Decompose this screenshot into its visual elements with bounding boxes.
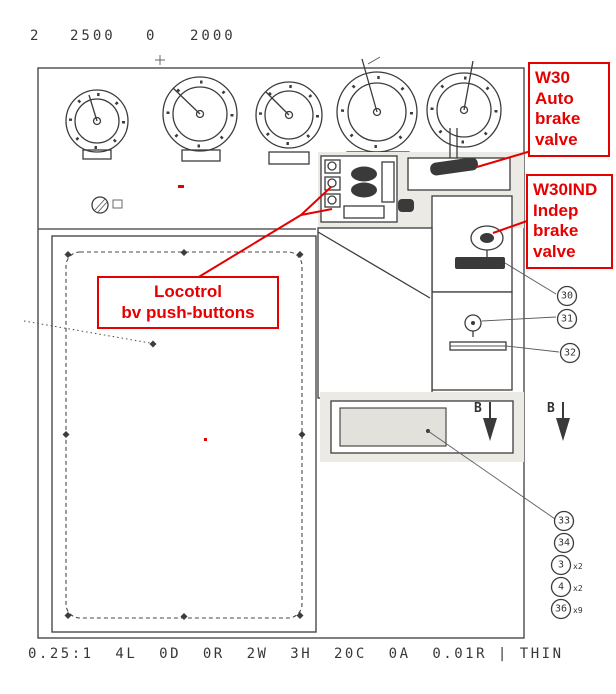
section-arrow <box>556 418 570 441</box>
gauge-5 <box>426 60 502 148</box>
gauge-2-needle <box>172 87 201 115</box>
locotrol-leader <box>196 214 302 279</box>
auto-brake-leader <box>476 148 539 168</box>
callout-leaders <box>426 262 560 520</box>
svg-text:36: 36 <box>555 604 567 615</box>
dotted-leader <box>23 320 151 344</box>
indep-brake-valve <box>431 195 513 293</box>
lower-right-console <box>431 291 513 391</box>
svg-text:4: 4 <box>558 582 564 593</box>
scan-artifact-mark <box>204 438 207 441</box>
auto-brake-annotation: W30 Auto brake valve <box>528 62 610 157</box>
scale-tick-2: 2500 <box>70 28 116 44</box>
desk-alignment-diamonds <box>62 249 306 620</box>
indep-brake-leader <box>492 220 528 234</box>
gauge-2 <box>162 76 238 162</box>
svg-text:33: 33 <box>558 516 570 527</box>
locotrol-annotation: Locotrol bv push-buttons <box>97 276 279 330</box>
gauge-1-needle <box>88 94 98 122</box>
gauge-5-needle <box>463 60 474 111</box>
driver-desk <box>23 196 317 633</box>
section-arrow <box>483 418 497 441</box>
drawing-border <box>37 55 525 639</box>
callout-4: 4 x2 <box>550 576 583 598</box>
gauge-3 <box>255 81 323 165</box>
item-callouts: 30 31 32 33 34 3 x2 4 x2 36 x9 <box>550 285 583 620</box>
section-letter: B <box>474 401 482 416</box>
locotrol-leader-branch-2 <box>300 208 333 216</box>
svg-text:31: 31 <box>561 314 573 325</box>
scan-artifact-mark <box>178 185 184 188</box>
gauge-4-needle <box>361 58 378 113</box>
svg-text:3: 3 <box>558 560 564 571</box>
annotation-leader-lines <box>196 148 539 279</box>
gauge-1 <box>65 89 129 160</box>
center-console <box>317 227 433 399</box>
indep-brake-annotation: W30IND Indep brake valve <box>526 174 613 269</box>
callout-32: 32 <box>559 342 581 364</box>
callout-30: 30 <box>556 285 578 307</box>
callout-36: 36 x9 <box>550 598 583 620</box>
section-marker-b2: B <box>547 401 570 441</box>
svg-text:34: 34 <box>558 538 570 549</box>
gauge-4 <box>336 56 418 164</box>
scale-tick-1: 2 <box>30 28 42 44</box>
auto-brake-valve <box>398 128 511 212</box>
callout-multiplier: x2 <box>573 562 583 571</box>
auto-brake-handle <box>430 157 478 176</box>
cad-status-bar: 0.25:1 4L 0D 0R 2W 3H 20C 0A 0.01R | THI… <box>28 646 564 662</box>
callout-34: 34 <box>553 532 575 554</box>
callout-multiplier: x9 <box>573 606 583 615</box>
scale-tick-3: 0 <box>146 28 158 44</box>
svg-text:32: 32 <box>564 348 576 359</box>
desk-emblem <box>91 196 123 214</box>
locotrol-pushbutton-panel <box>320 155 398 223</box>
callout-3: 3 x2 <box>550 554 583 576</box>
locotrol-leader-branch-1 <box>300 186 332 216</box>
section-marker-b1: B <box>474 401 497 441</box>
gauge-3-needle <box>265 91 290 116</box>
bottom-right-section <box>320 392 524 462</box>
section-letter: B <box>547 401 555 416</box>
scale-tick-4: 2000 <box>190 28 236 44</box>
console-knob <box>398 199 414 212</box>
callout-multiplier: x2 <box>573 584 583 593</box>
callout-31: 31 <box>556 308 578 330</box>
svg-text:30: 30 <box>561 291 573 302</box>
callout-33: 33 <box>553 510 575 532</box>
